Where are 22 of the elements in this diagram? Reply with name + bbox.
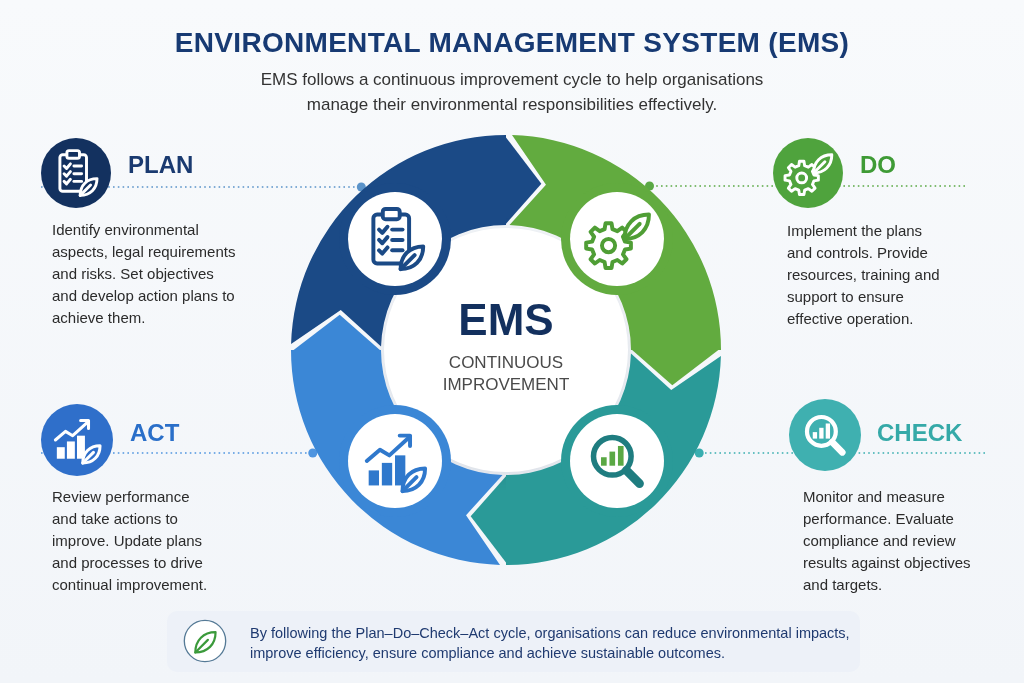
stage-description: Implement the plans and controls. Provide resources, training and support to ensure effective operation. (787, 221, 941, 329)
arrow-tip (631, 348, 721, 386)
stage-heading: ACT (130, 419, 180, 447)
subtitle: EMS follows a continuous improvement cycle to help organisations manage their environmental responsibilities effectively. (259, 69, 765, 116)
leader-line (40, 182, 367, 192)
center-title: EMS (458, 294, 554, 346)
note-panel (167, 611, 860, 672)
stage-heading: PLAN (128, 151, 194, 179)
stage-description: Identify environmental aspects, legal requirements and risks. Set objectives and develop action plans to achieve them. (52, 220, 237, 328)
leader-line (40, 448, 319, 458)
stage-description: Monitor and measure performance. Evaluate compliance and review results against objectives and targets. (803, 487, 972, 595)
arrow-tip (504, 135, 542, 225)
stage-description: Review performance and take actions to improve. Update plans and processes to drive continual improvement. (52, 487, 209, 595)
stage-heading: CHECK (877, 419, 963, 447)
note-text: By following the Plan–Do–Check–Act cycle, organisations can reduce environmental impacts, improve efficiency, ensure compliance and achieve sustainable outcomes. (250, 624, 850, 663)
leader-line (693, 448, 986, 458)
title: ENVIRONMENTAL MANAGEMENT SYSTEM (EMS) (174, 27, 850, 58)
leader-line (644, 181, 966, 191)
arrow-tip (291, 314, 381, 352)
arrow-tip (470, 475, 508, 565)
stage-heading: DO (860, 151, 896, 179)
center-subtitle: CONTINUOUS IMPROVEMENT (441, 352, 571, 396)
